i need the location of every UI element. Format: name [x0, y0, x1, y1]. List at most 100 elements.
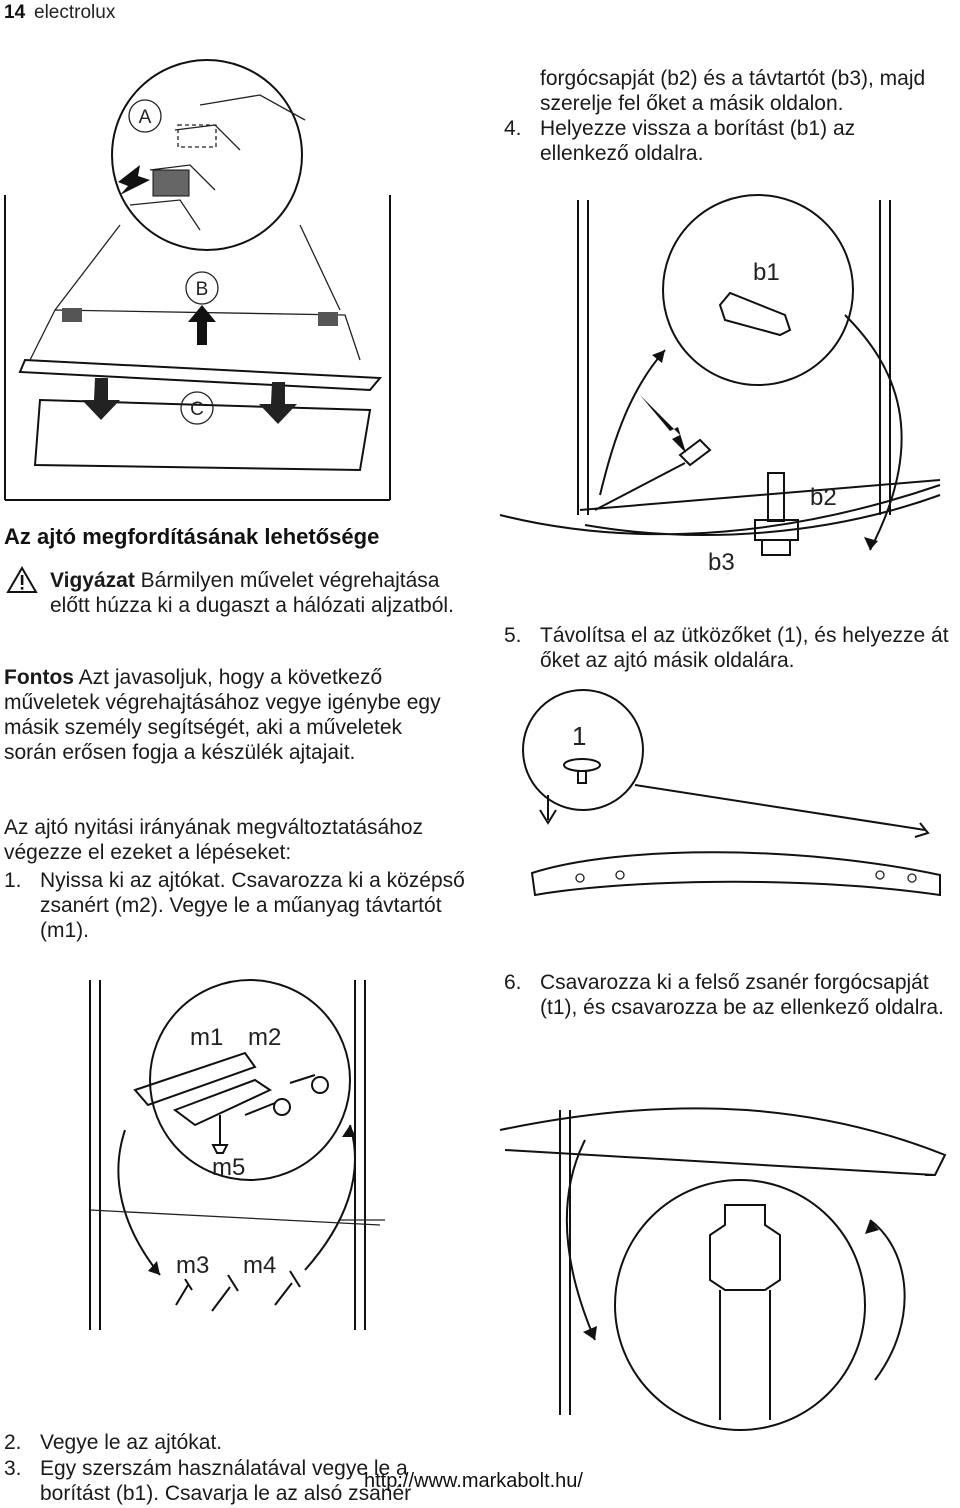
cover-b1 — [718, 291, 792, 337]
cabinet-sides — [577, 200, 891, 515]
callout-leader-lines — [54, 224, 341, 311]
screw-m4-b — [274, 1270, 301, 1306]
brand-name: electrolux — [34, 2, 116, 23]
step-2-text: Vegye le az ajtókat. — [40, 1431, 223, 1454]
warning-text: Bármilyen művelet végrehajtása előtt húz… — [50, 569, 454, 617]
cabinet-left-side — [559, 1110, 571, 1415]
right-holder — [318, 312, 338, 326]
step-1: 1. Nyissa ki az ajtókat. Csavarozza ki a… — [4, 868, 469, 943]
door-stop-illustration: 1 — [522, 689, 941, 897]
hinge-callout-circle — [149, 979, 351, 1181]
step-6: 6. Csavarozza ki a felső zsanér forgócsa… — [504, 970, 960, 1020]
important-text: Azt javasoljuk, hogy a következő művelet… — [4, 666, 441, 764]
step-2-number: 2. — [4, 1431, 22, 1454]
hole-1 — [575, 873, 585, 883]
hole-2 — [615, 870, 625, 880]
arrow-down-left-drawer — [82, 378, 120, 420]
screw-m4-a — [211, 1274, 239, 1312]
middle-hinge-illustration: m1 m2 m5 m3 m4 — [89, 979, 385, 1330]
arrow-pointer — [640, 395, 686, 453]
label-circle-a — [128, 99, 162, 133]
step-3-number: 3. — [4, 1457, 22, 1480]
label-a: A — [139, 107, 152, 128]
label-m3: m3 — [176, 1252, 209, 1279]
page-number: 14 — [4, 2, 26, 23]
label-b3: b3 — [708, 549, 735, 576]
leader-arrow-right — [634, 784, 930, 838]
arrow-down-right-drawer — [259, 382, 297, 424]
step-6-text: Csavarozza ki a felső zsanér forgócsapjá… — [540, 971, 944, 1019]
arrow-up-icon — [188, 305, 216, 345]
callout-circle-a — [111, 59, 303, 251]
warning-block: Vigyázat Bármilyen művelet végrehajtása … — [50, 568, 460, 618]
step-4-text: Helyezze vissza a borítást (b1) az ellen… — [540, 117, 856, 165]
hinge-plate — [172, 1078, 273, 1127]
warning-label: Vigyázat — [50, 569, 135, 592]
arrow-head-left — [148, 1261, 160, 1275]
screwdriver — [594, 438, 712, 511]
plastic-spacer — [133, 1051, 257, 1107]
shelf-removal-illustration: A B C — [4, 59, 391, 501]
stop-cap — [563, 758, 601, 772]
top-hinge-pin-illustration — [499, 1107, 947, 1431]
label-m2: m2 — [248, 1024, 281, 1051]
shelf-frame — [29, 309, 361, 361]
hex-nut — [709, 1204, 781, 1291]
step-5: 5. Távolítsa el az ütközőket (1), és hel… — [504, 623, 960, 673]
cover-callout-circle — [662, 194, 854, 386]
curved-arrow-left — [565, 1139, 596, 1341]
arrow-down-left — [118, 165, 150, 195]
shelf-holder — [152, 169, 190, 197]
step-2: 2. Vegye le az ajtókat. — [4, 1430, 469, 1455]
step-3-continuation: forgócsapját (b2) és a távtartót (b3), m… — [540, 67, 926, 115]
screw-m3 — [175, 1278, 193, 1306]
hole-3 — [875, 870, 885, 880]
stop-stem — [577, 771, 587, 784]
label-1: 1 — [572, 721, 586, 751]
screw-shafts — [244, 1074, 316, 1116]
label-m4: m4 — [243, 1252, 276, 1279]
dashed-shelf-holder — [177, 124, 217, 148]
door-gap-line — [89, 1209, 385, 1226]
label-circle-c — [180, 391, 214, 425]
footer-url: http://www.markabolt.hu/ — [364, 1470, 583, 1492]
warning-triangle-icon — [6, 566, 38, 593]
step-4-number: 4. — [504, 117, 522, 140]
curved-arrow-right — [304, 1124, 356, 1271]
important-label: Fontos — [4, 666, 74, 689]
curved-arrow-right — [844, 314, 903, 551]
door-top-edge — [530, 851, 941, 897]
curved-arrow-left — [117, 1129, 161, 1276]
step-1-number: 1. — [4, 869, 22, 892]
label-circle-b — [185, 271, 219, 305]
cover-removal-illustration: b1 b2 b3 — [499, 194, 941, 576]
cabinet-outline — [4, 195, 391, 501]
door-edges — [89, 980, 366, 1330]
step-4: 4. Helyezze vissza a borítást (b1) az el… — [504, 116, 944, 166]
label-b: B — [196, 279, 209, 300]
important-block: Fontos Azt javasoljuk, hogy a következő … — [4, 665, 459, 765]
step-6-number: 6. — [504, 971, 522, 994]
arrow-head-right — [865, 1220, 879, 1234]
pin-shaft — [719, 1290, 771, 1420]
drawer — [33, 398, 372, 472]
arrow-head-down — [864, 537, 878, 550]
spacer-b3-body — [754, 519, 799, 556]
glass-shelf — [18, 358, 383, 392]
door-bottom-edge — [499, 479, 941, 536]
curved-arrow-right — [869, 1219, 906, 1381]
step-5-number: 5. — [504, 624, 522, 647]
arrow-head-right — [342, 1125, 356, 1137]
label-m5: m5 — [212, 1154, 245, 1181]
left-holder — [62, 308, 82, 322]
step-3: 3. Egy szerszám használatával vegye le a… — [4, 1456, 469, 1506]
pin-callout-circle — [614, 1179, 866, 1431]
section-title: Az ajtó megfordításának lehetősége — [4, 524, 380, 549]
arrow-head-left — [583, 1326, 597, 1340]
step-5-text: Távolítsa el az ütközőket (1), és helyez… — [540, 624, 949, 672]
hinge-pin-b2 — [767, 472, 785, 522]
hinge-detail-lines — [129, 94, 306, 231]
stop-callout-circle — [522, 689, 644, 811]
step-1-text: Nyissa ki az ajtókat. Csavarozza ki a kö… — [40, 869, 465, 942]
label-b2: b2 — [810, 484, 837, 511]
